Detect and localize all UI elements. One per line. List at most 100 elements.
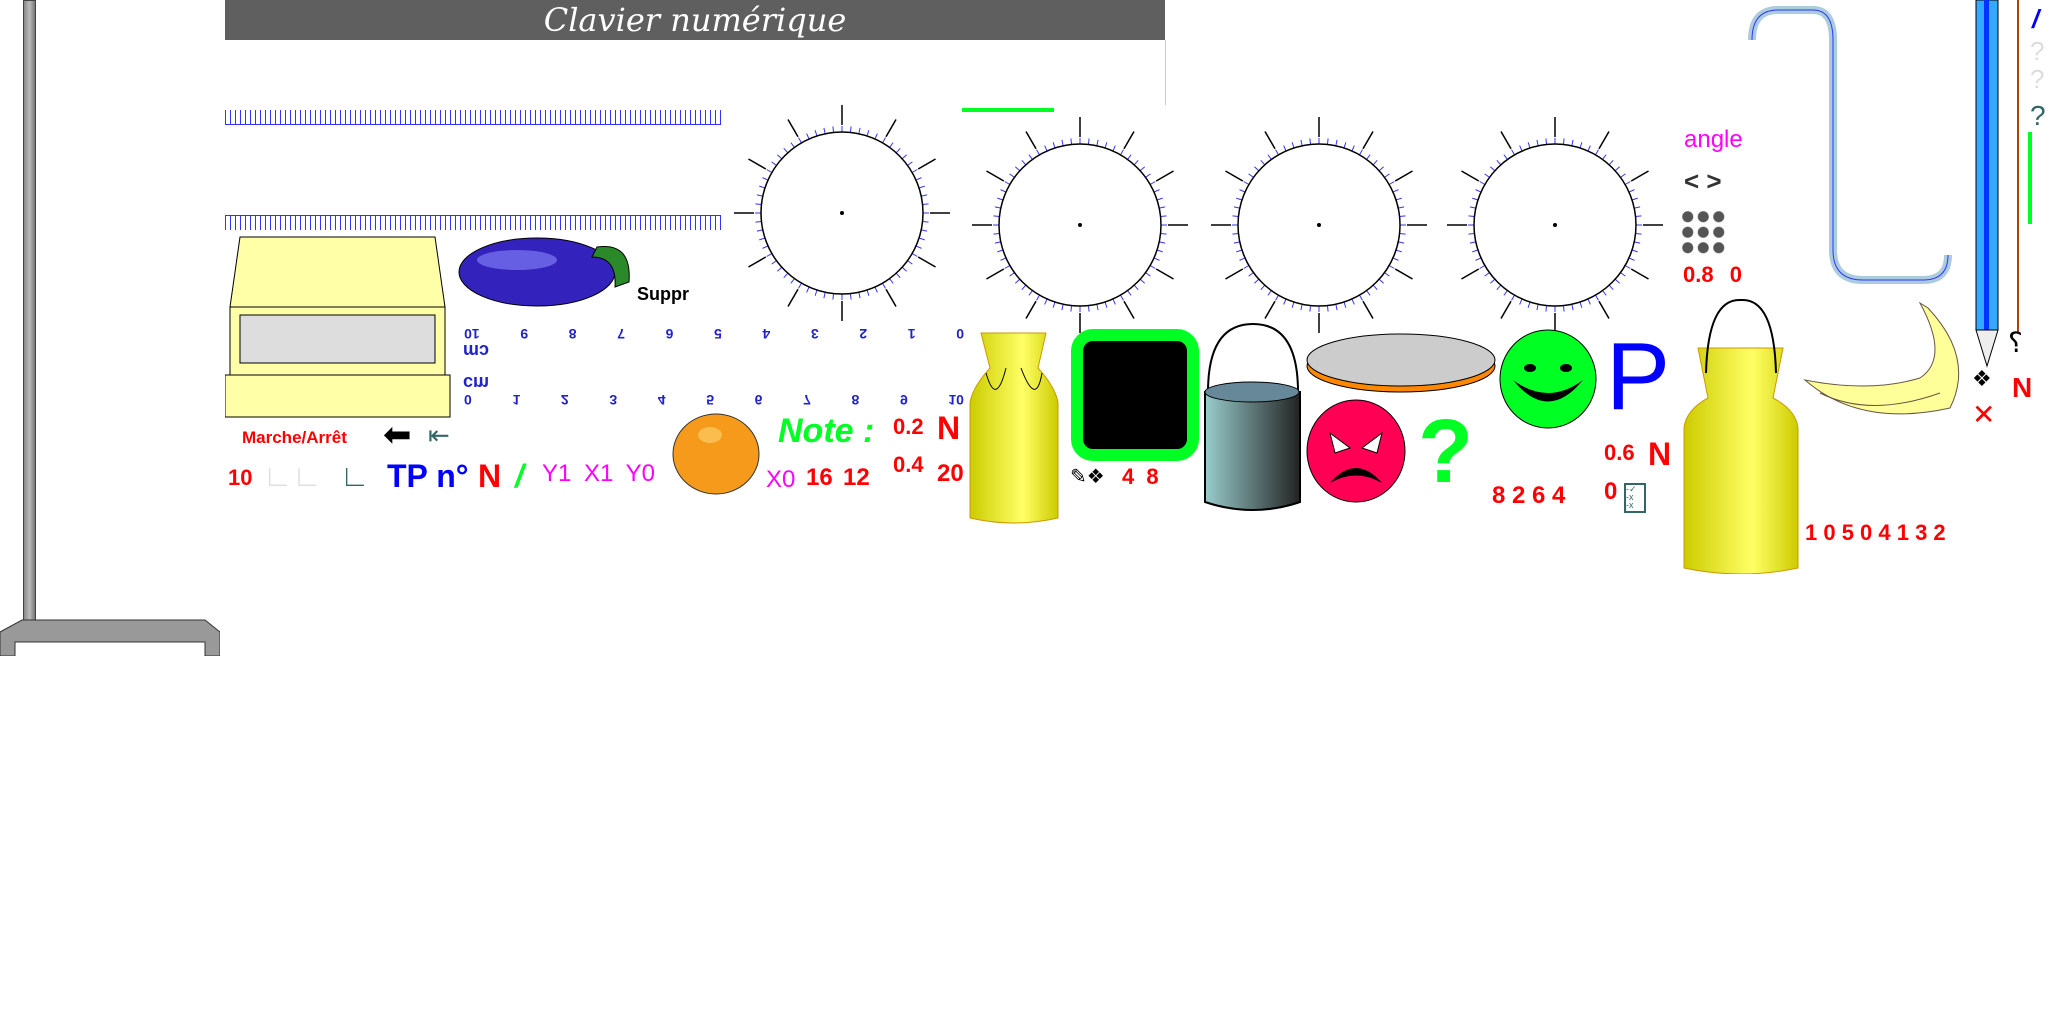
ruler-tick-label: 2 bbox=[560, 392, 569, 408]
edit-icon[interactable]: ✎❖ bbox=[1070, 466, 1105, 488]
ruler-tick-label: 1 bbox=[907, 326, 916, 342]
ruler-tick-label: 7 bbox=[617, 326, 625, 342]
plate[interactable] bbox=[1304, 330, 1498, 396]
stand-rod bbox=[23, 0, 36, 622]
x0-label: X0 bbox=[766, 466, 796, 493]
ruler-tick-label: 3 bbox=[609, 392, 618, 408]
dial-2[interactable] bbox=[972, 117, 1188, 333]
digits-8264: 8 2 6 4 bbox=[1492, 482, 1566, 509]
note-label: Note : bbox=[778, 412, 875, 450]
ruler-tick-label: 4 bbox=[657, 392, 666, 408]
graph-icon[interactable]: ∟ bbox=[340, 460, 370, 493]
y1-label: Y1 bbox=[542, 460, 572, 487]
dials[interactable] bbox=[720, 100, 1700, 340]
display-screen[interactable] bbox=[1071, 329, 1199, 461]
coords-y1x1y0: Y1 X1 Y0 bbox=[542, 460, 655, 488]
bananas-image[interactable] bbox=[1800, 298, 1972, 436]
window-title: Clavier numérique bbox=[225, 0, 1165, 40]
right-slash: / bbox=[2032, 4, 2040, 34]
y0-label: Y0 bbox=[625, 460, 655, 487]
ruler-tick-label: 4 bbox=[762, 326, 771, 342]
ruler-tick-label: 8 bbox=[568, 326, 577, 342]
note-value-04: 0.4 bbox=[893, 452, 924, 477]
ruler-tick-label: 0 bbox=[464, 392, 472, 408]
green-indicator-line bbox=[962, 108, 1054, 112]
keypad-panel bbox=[225, 40, 1166, 105]
force-n-label: N bbox=[2012, 372, 2033, 403]
ruler-tick-label: 5 bbox=[714, 326, 722, 342]
unit-06-n: N bbox=[1648, 436, 1672, 472]
value-0: 0 bbox=[1604, 478, 1618, 505]
ruler-tick-label: 2 bbox=[859, 326, 868, 342]
value-4: 4 bbox=[1122, 464, 1135, 489]
dial-3[interactable] bbox=[1211, 117, 1427, 333]
angle-values: 0.8 0 bbox=[1683, 262, 1742, 288]
bucket[interactable] bbox=[1200, 322, 1306, 514]
happy-face[interactable] bbox=[1498, 328, 1598, 430]
green-level-bar bbox=[2028, 132, 2032, 224]
value-10: 10 bbox=[228, 465, 253, 490]
angry-face[interactable] bbox=[1305, 398, 1407, 504]
thread-line bbox=[2017, 0, 2019, 333]
value-12: 12 bbox=[843, 464, 870, 491]
ruler-tick-label: 8 bbox=[851, 392, 860, 408]
digits-right: 1 0 5 0 4 1 3 2 bbox=[1805, 520, 1946, 545]
values-4-8: 4 8 bbox=[1122, 464, 1159, 490]
help-icon-2[interactable]: ? bbox=[2030, 64, 2045, 94]
graph-icon-faint[interactable]: ∟∟ bbox=[263, 460, 322, 493]
close-icon[interactable]: ✕ bbox=[1972, 399, 1996, 430]
exit-icon[interactable]: ⇤ bbox=[428, 420, 450, 450]
note-value-02: 0.2 bbox=[893, 414, 924, 439]
note-unit-n: N bbox=[937, 410, 961, 446]
balance-scale[interactable] bbox=[225, 235, 455, 420]
help-icon-3[interactable]: ? bbox=[2030, 100, 2046, 131]
ruler-tick-label: 6 bbox=[665, 326, 674, 342]
x1-label: X1 bbox=[584, 460, 614, 487]
tp-number: N bbox=[478, 458, 502, 494]
wave-icon[interactable]: ❖ bbox=[1972, 366, 1992, 391]
ruler-bottom[interactable] bbox=[225, 215, 721, 230]
unit-cm-bottom: cm bbox=[463, 373, 490, 393]
milk-can-1[interactable] bbox=[966, 328, 1062, 524]
value-06: 0.6 bbox=[1604, 440, 1635, 465]
angle-arrows-icon[interactable]: < > bbox=[1684, 166, 1722, 196]
power-label[interactable]: Marche/Arrêt bbox=[242, 428, 347, 447]
question-mark[interactable]: ? bbox=[1418, 402, 1473, 502]
milk-can-2[interactable] bbox=[1678, 298, 1804, 574]
dial-4[interactable] bbox=[1447, 117, 1663, 333]
checklist-icon[interactable]: -✓-x-x bbox=[1624, 483, 1646, 513]
hook-icon: ؟ bbox=[2008, 327, 2023, 358]
keypad-grid-icon[interactable] bbox=[1680, 209, 1726, 255]
ruler-tick-label: 0 bbox=[956, 326, 964, 342]
suppr-label[interactable]: Suppr bbox=[637, 284, 689, 304]
u-tube bbox=[1748, 5, 1952, 284]
value-8: 8 bbox=[1146, 464, 1159, 489]
orange-image[interactable] bbox=[670, 410, 762, 496]
ruler-top[interactable] bbox=[225, 110, 721, 125]
ruler-tick-label: 3 bbox=[810, 326, 819, 342]
tp-label: TP n° bbox=[387, 458, 469, 494]
dial-1[interactable] bbox=[734, 105, 950, 321]
eggplant-image[interactable] bbox=[457, 232, 637, 310]
ruler-tick-label: 9 bbox=[520, 326, 529, 342]
back-arrow-icon[interactable]: ⬅ bbox=[383, 416, 412, 454]
stand-base bbox=[0, 619, 220, 656]
value-16: 16 bbox=[806, 464, 833, 491]
note-value-20: 20 bbox=[937, 460, 964, 487]
unit-cm-top: cm bbox=[463, 341, 490, 361]
ruler-tick-label: 9 bbox=[899, 392, 908, 408]
slash: / bbox=[515, 458, 524, 494]
ruler-numbers-bottom: 0 1 2 3 4 5 6 7 8 9 10 bbox=[464, 392, 964, 408]
ruler-tick-label: 1 bbox=[512, 392, 521, 408]
p-label: P bbox=[1606, 323, 1671, 430]
ruler-tick-label: 7 bbox=[803, 392, 811, 408]
value-08: 0.8 bbox=[1683, 262, 1714, 287]
value-angle-0: 0 bbox=[1729, 262, 1742, 287]
ruler-tick-label: 10 bbox=[948, 392, 964, 408]
help-icon-1[interactable]: ? bbox=[2030, 36, 2045, 66]
ruler-tick-label: 6 bbox=[754, 392, 763, 408]
pen-icon[interactable] bbox=[1974, 0, 2000, 368]
ruler-tick-label: 5 bbox=[706, 392, 714, 408]
angle-label: angle bbox=[1684, 126, 1743, 153]
